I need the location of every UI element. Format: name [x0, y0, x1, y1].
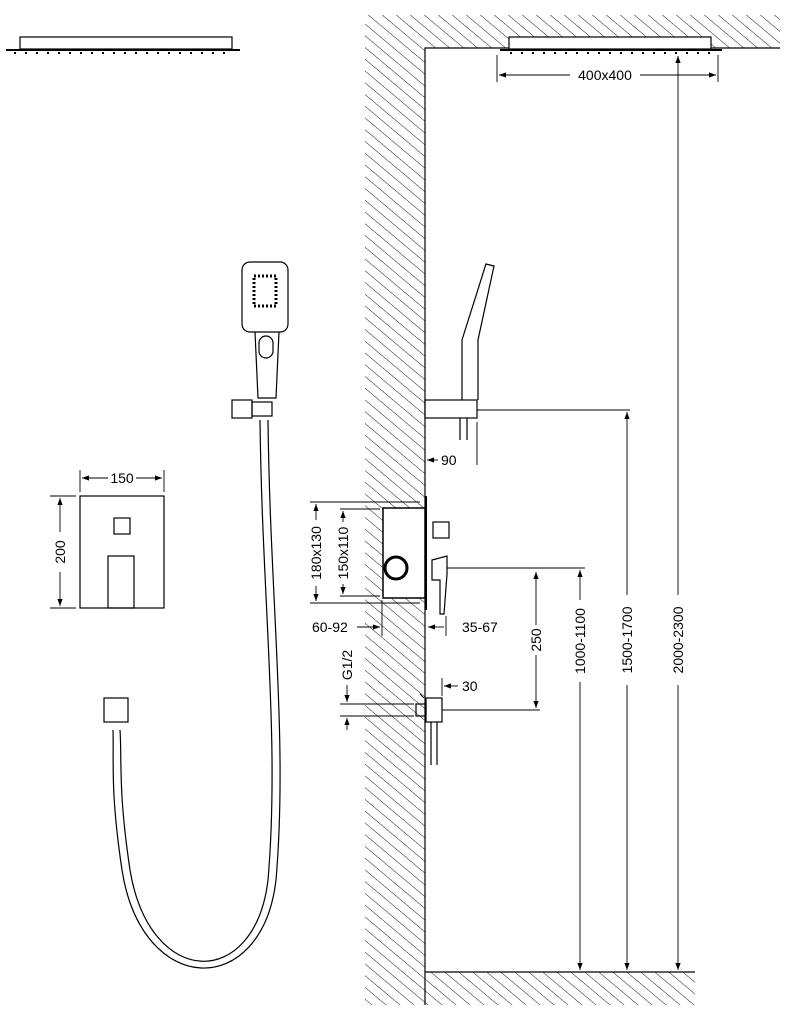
holder-height-label: 1500-1700 [619, 606, 635, 673]
wall-outlet-elbow: 30 G1/2 [339, 650, 540, 765]
box-depth-label: 60-92 [312, 619, 348, 635]
thread-label: G1/2 [339, 650, 355, 681]
rain-head-size-label: 400x400 [578, 67, 632, 83]
installed-hand-shower: 90 [424, 263, 630, 468]
height-dimensions: 250 1000-1100 1500-1700 2000-2300 [528, 56, 686, 970]
box-outer-label: 180x130 [308, 526, 324, 580]
outlet-to-valve-label: 250 [528, 628, 544, 652]
rain-shower-head-side-view [6, 36, 240, 54]
valve-projection-label: 35-67 [462, 619, 498, 635]
plate-width-label: 150 [110, 470, 134, 486]
head-height-label: 2000-2300 [670, 606, 686, 673]
rain-shower-head-installed: 400x400 [496, 36, 722, 83]
mixer-cover-plate: 150 200 [50, 470, 165, 609]
plate-height-label: 200 [52, 540, 68, 564]
holder-projection-label: 90 [441, 452, 457, 468]
hand-shower-assembly [103, 261, 289, 969]
outlet-projection-label: 30 [462, 678, 478, 694]
wall-section [365, 15, 780, 1005]
valve-height-label: 1000-1100 [572, 608, 588, 674]
box-inner-label: 150x110 [335, 526, 351, 579]
concealed-mixer-box: 180x130 150x110 60-92 35-67 [308, 496, 585, 636]
